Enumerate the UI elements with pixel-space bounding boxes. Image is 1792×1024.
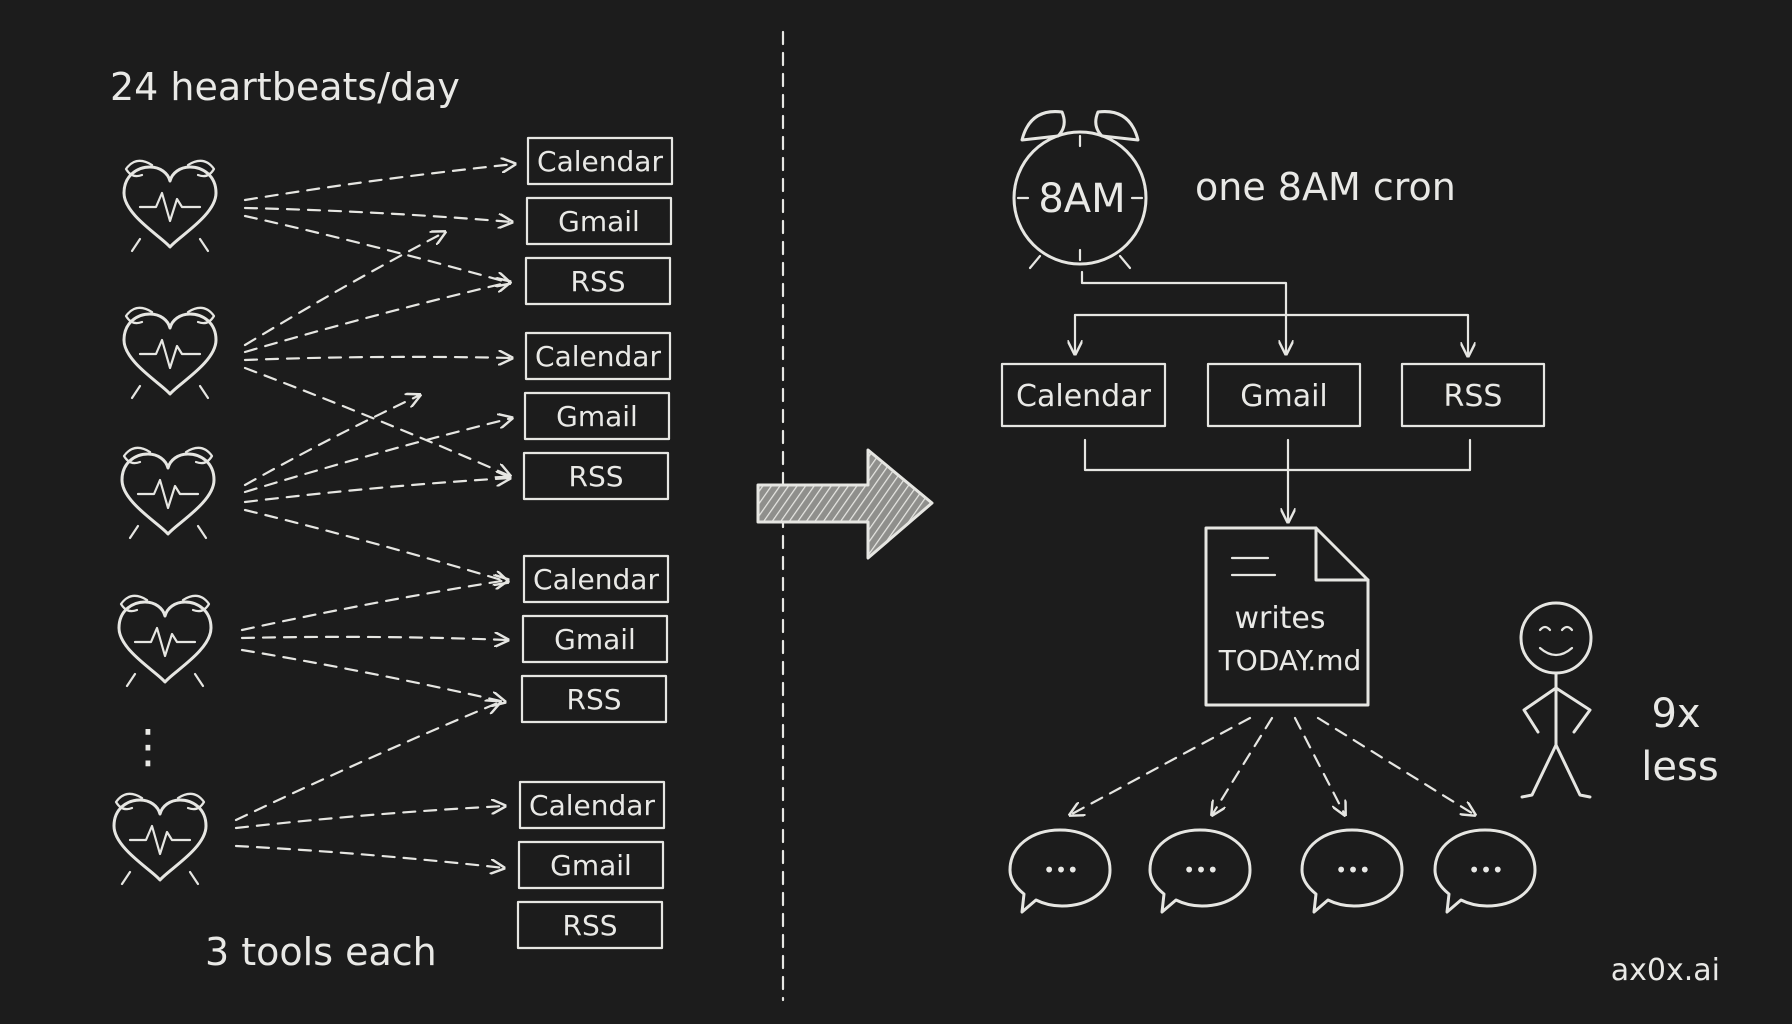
bubble-dots: ••• <box>1183 858 1218 882</box>
doc-line-1: writes <box>1234 601 1325 636</box>
tool-label: Gmail <box>556 400 638 433</box>
tool-label: RSS <box>566 683 621 716</box>
tools-merge-connector <box>1083 438 1472 522</box>
dashed-arrow <box>243 357 512 360</box>
cron-label: one 8AM cron <box>1195 165 1456 209</box>
bubble-dots: ••• <box>1043 858 1078 882</box>
doc-fanout-arrows <box>1070 716 1475 815</box>
tool-box-gmail: Gmail <box>517 840 665 890</box>
tool-box-gmail: Gmail <box>521 614 669 664</box>
heart-clock-icon <box>122 159 218 253</box>
dashed-arrow <box>234 844 504 868</box>
tool-label: Gmail <box>554 623 636 656</box>
dashed-arrow <box>240 580 508 632</box>
dashed-arrow <box>243 214 510 283</box>
tool-box-column: CalendarGmailRSSCalendarGmailRSSCalendar… <box>516 136 674 950</box>
dashed-arrow <box>240 637 508 640</box>
bubble-dots: ••• <box>1335 858 1370 882</box>
tool-box-gmail: Gmail <box>525 196 673 246</box>
dashed-arrow <box>240 648 505 702</box>
chat-bubble-icon: ••• <box>1433 828 1537 914</box>
tool-label: RSS <box>562 909 617 942</box>
right-tool-row: Calendar Gmail RSS <box>1000 362 1546 428</box>
tool-box-rss: RSS <box>516 900 664 950</box>
clock-label: 8AM <box>1038 176 1125 222</box>
tool-box-rss: RSS <box>522 451 670 501</box>
dashed-arrow <box>243 478 510 504</box>
tool-label: Gmail <box>558 205 640 238</box>
transition-arrow <box>756 448 934 560</box>
tool-box-rss: RSS <box>524 256 672 306</box>
heartbeat-arrows <box>234 164 515 868</box>
tool-label: Gmail <box>1240 379 1328 414</box>
heartbeat-ellipsis: ⋮ <box>125 719 171 773</box>
tool-label: Calendar <box>529 789 655 822</box>
chat-bubble-row: ••• ••• ••• ••• <box>1008 828 1537 914</box>
dashed-arrow <box>234 702 500 822</box>
right-tool-box-calendar: Calendar <box>1000 362 1167 428</box>
savings-line-2: less <box>1641 744 1718 790</box>
alarm-clock-icon <box>1012 110 1148 270</box>
dashed-arrow <box>243 206 512 222</box>
tool-box-calendar: Calendar <box>518 780 666 830</box>
right-tool-box-gmail: Gmail <box>1206 362 1362 428</box>
cron-fanout-connector <box>1075 270 1468 356</box>
dashed-arrow <box>234 806 505 830</box>
heart-clock-icon <box>120 446 216 540</box>
dashed-arrow <box>243 418 512 494</box>
happy-person-icon <box>1519 601 1593 799</box>
chat-bubble-icon: ••• <box>1148 828 1252 914</box>
dashed-arrow <box>243 366 510 476</box>
tool-label: RSS <box>1444 379 1503 414</box>
dashed-arrow <box>243 164 515 202</box>
doc-line-2: TODAY.md <box>1218 644 1362 677</box>
dashed-arrow <box>243 395 420 487</box>
dashed-arrow <box>243 282 510 354</box>
tool-label: Gmail <box>550 849 632 882</box>
tool-box-calendar: Calendar <box>524 331 672 381</box>
right-tool-box-rss: RSS <box>1400 362 1546 428</box>
tool-box-calendar: Calendar <box>526 136 674 186</box>
tool-label: Calendar <box>537 145 663 178</box>
tool-box-gmail: Gmail <box>523 391 671 441</box>
bubble-dots: ••• <box>1468 858 1503 882</box>
left-header: 24 heartbeats/day <box>110 65 460 109</box>
tool-label: Calendar <box>535 340 661 373</box>
tool-label: Calendar <box>1016 379 1152 414</box>
left-footer: 3 tools each <box>205 930 437 974</box>
heart-clock-icon <box>122 306 218 400</box>
tool-box-rss: RSS <box>520 674 668 724</box>
document-icon <box>1204 526 1370 707</box>
heartbeat-clock-column <box>112 159 218 886</box>
savings-line-1: 9x <box>1651 691 1700 737</box>
heart-clock-icon <box>112 792 208 886</box>
chat-bubble-icon: ••• <box>1008 828 1112 914</box>
brand-watermark: ax0x.ai <box>1611 953 1720 988</box>
tool-box-calendar: Calendar <box>522 554 670 604</box>
tool-label: RSS <box>568 460 623 493</box>
dashed-arrow <box>243 232 445 347</box>
tool-label: Calendar <box>533 563 659 596</box>
heart-clock-icon <box>117 594 213 688</box>
tool-label: RSS <box>570 265 625 298</box>
dashed-arrow <box>243 508 508 582</box>
chat-bubble-icon: ••• <box>1300 828 1404 914</box>
